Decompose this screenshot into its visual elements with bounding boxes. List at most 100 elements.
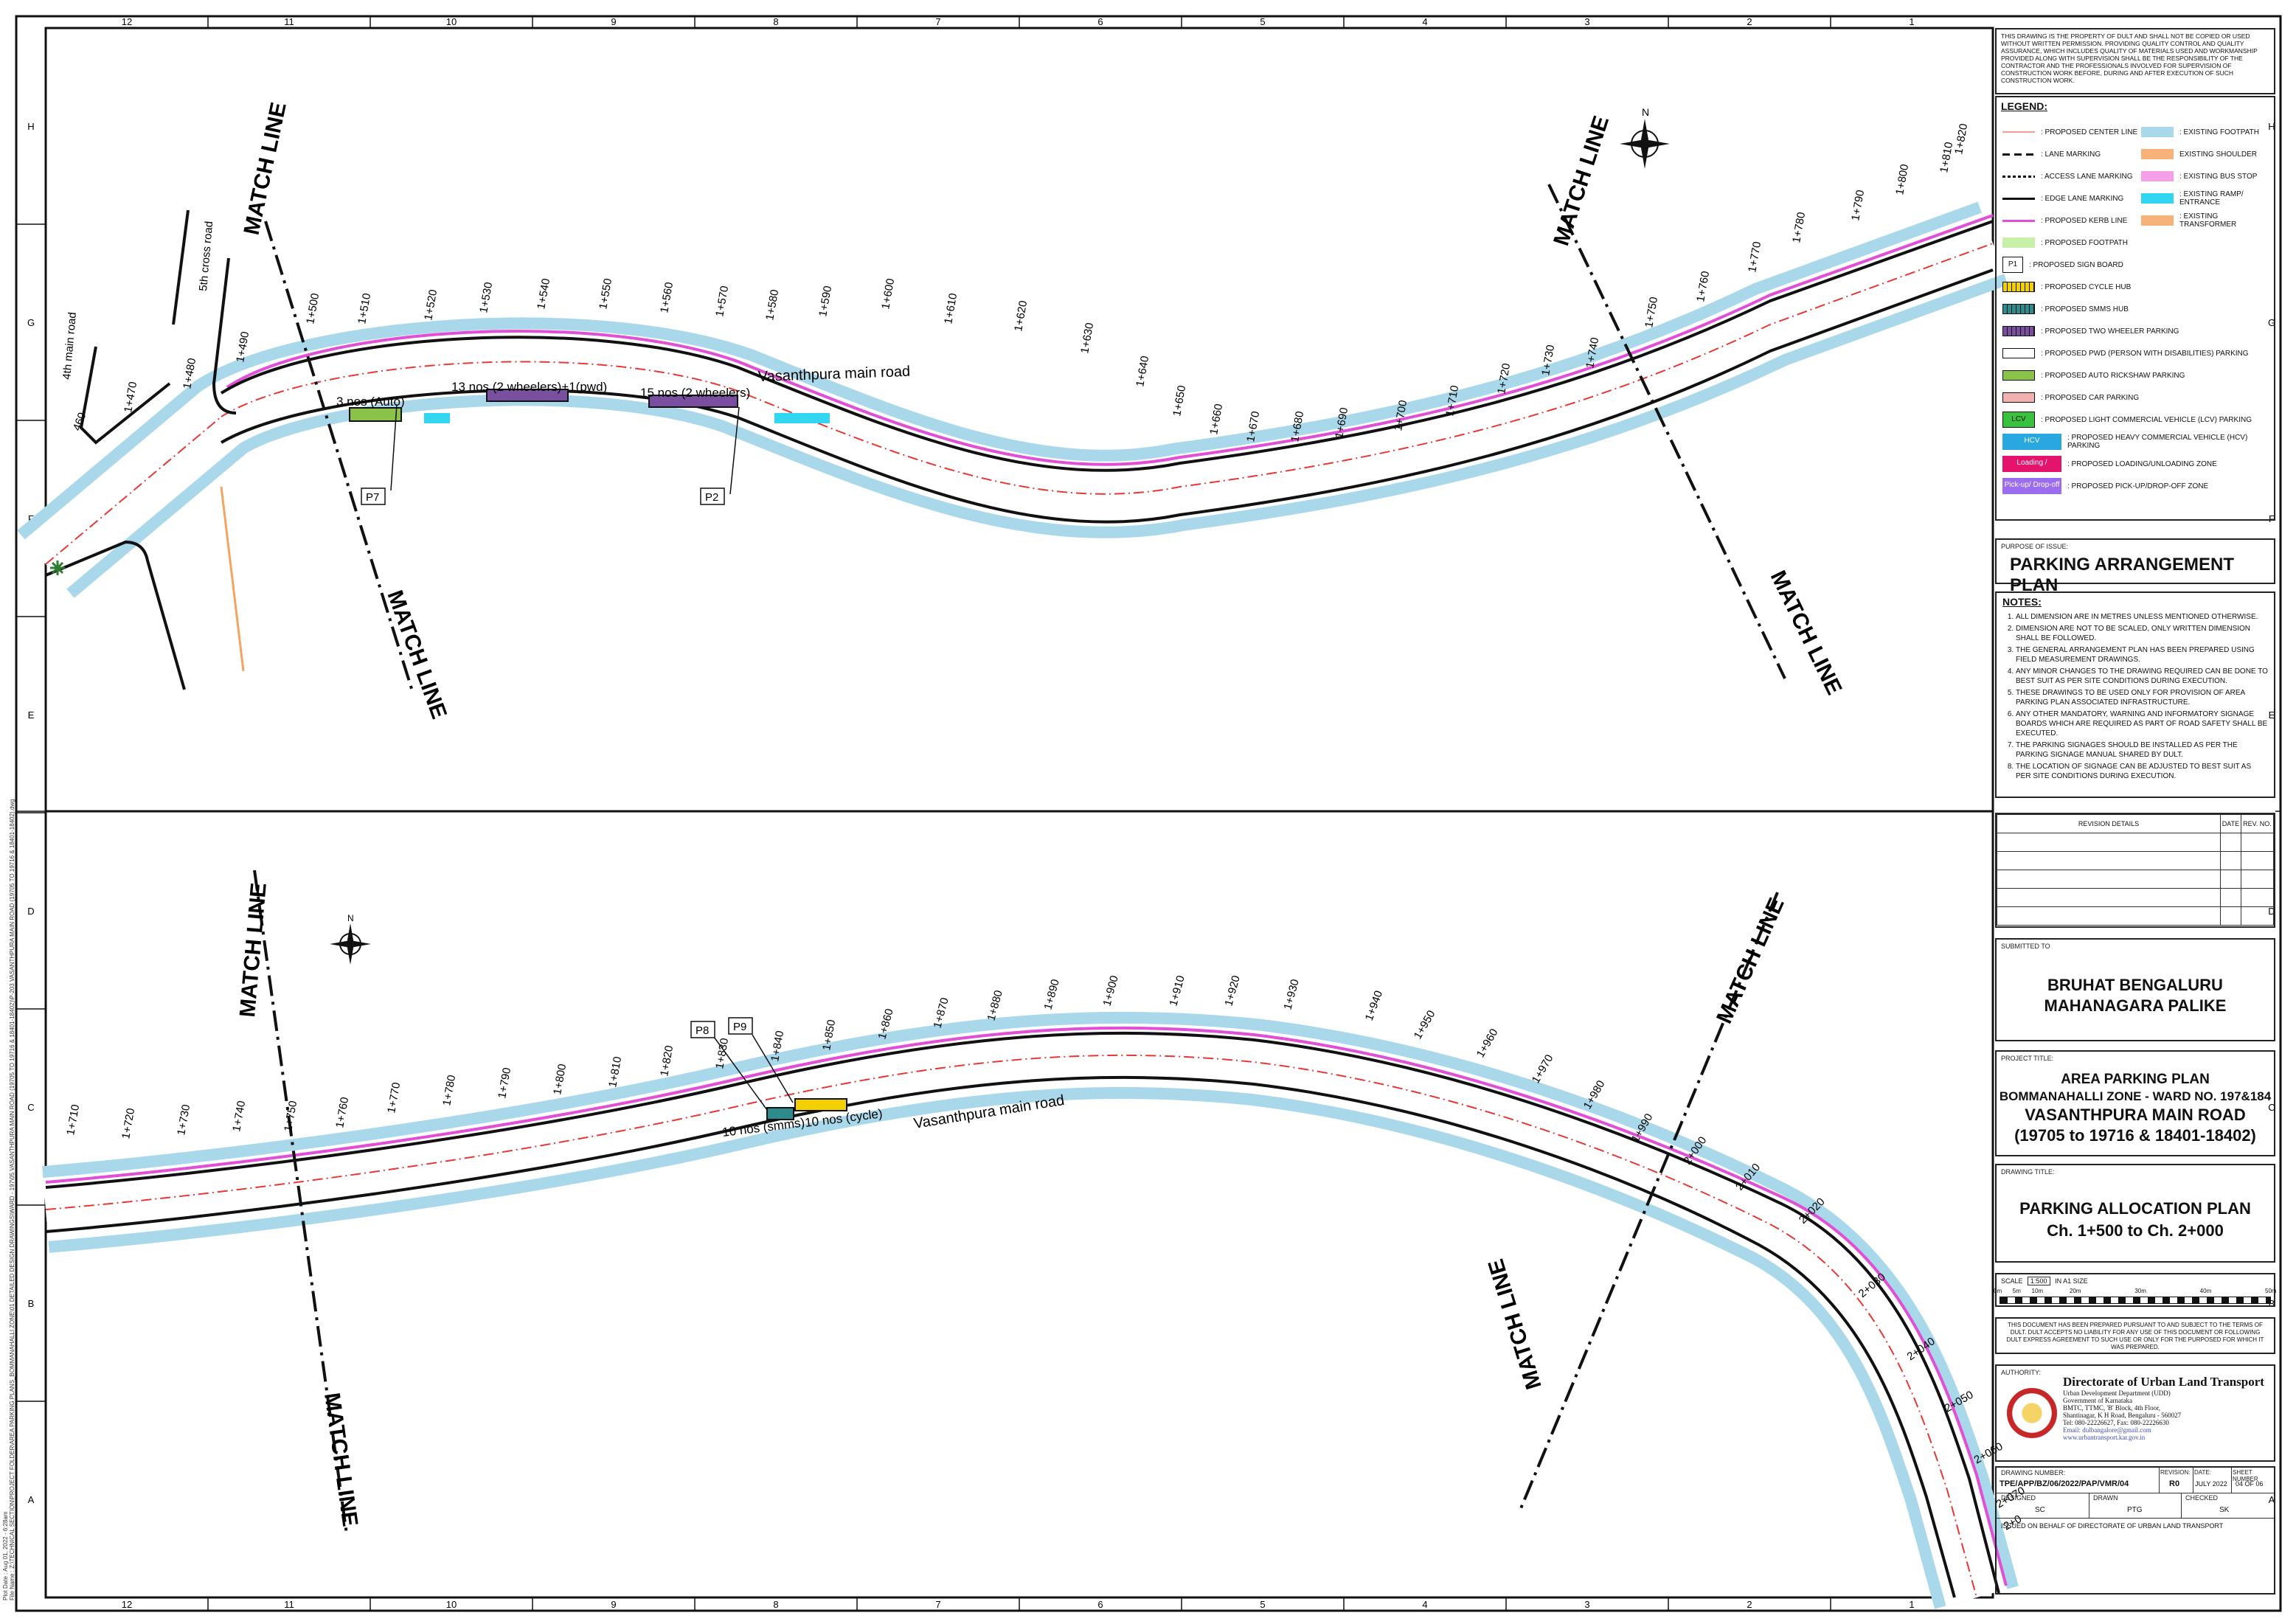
date-label: DATE: <box>2194 1469 2211 1476</box>
revision-label: REVISION: <box>2160 1469 2191 1476</box>
chainage-label: 1+600 <box>879 277 897 310</box>
submitted-to-line: BRUHAT BENGALURU <box>2047 976 2223 994</box>
authority-line: Tel: 080-22226627, Fax: 080-22226630 <box>2063 1419 2169 1426</box>
chainage-label: 1+500 <box>304 292 322 325</box>
legend-item: : PROPOSED CYCLE HUB <box>2002 277 2275 296</box>
legend-swatch <box>2141 215 2174 226</box>
drawing-title-box: DRAWING TITLE: PARKING ALLOCATION PLAN C… <box>1995 1164 2275 1263</box>
drawing-title-label: DRAWING TITLE: <box>2001 1168 2055 1176</box>
edge-line-top-south <box>220 268 1994 524</box>
grid-column-label: 4 <box>1422 16 1427 27</box>
sheet-number: 04 OF 06 <box>2236 1480 2264 1488</box>
authority-line: Urban Development Department (UDD) <box>2063 1389 2171 1397</box>
scale-label: SCALE <box>2001 1277 2023 1285</box>
scale-tick: 40m <box>2199 1288 2212 1294</box>
grid-row-label: D <box>27 906 34 917</box>
authority-label: AUTHORITY: <box>2001 1369 2042 1376</box>
legend-swatch <box>2002 219 2035 222</box>
chainage-label: 1+950 <box>1412 1008 1438 1041</box>
grid-row-label: F <box>2269 513 2275 524</box>
legend-label: : PROPOSED AUTO RICKSHAW PARKING <box>2041 371 2185 380</box>
legend-swatch <box>2002 127 2035 137</box>
grid-column-label: 3 <box>1584 16 1589 27</box>
chainage-label: 1+620 <box>1012 299 1030 332</box>
grid-column-label: 10 <box>446 1599 457 1610</box>
chainage-label: 1+940 <box>1363 989 1385 1022</box>
legend-swatch <box>2002 282 2035 292</box>
legend-item: : PROPOSED PWD (PERSON WITH DISABILITIES… <box>2002 344 2275 363</box>
legend-label: : PROPOSED TWO WHEELER PARKING <box>2041 327 2179 336</box>
issued-statement: ISSUED ON BEHALF OF DIRECTORATE OF URBAN… <box>2001 1522 2224 1530</box>
chainage-label: 1+570 <box>713 285 731 317</box>
legend-item: : PROPOSED TWO WHEELER PARKING <box>2002 322 2275 341</box>
match-line-top-left <box>264 221 415 694</box>
legend-item: : PROPOSED CENTER LINE <box>2002 122 2275 142</box>
legend-label: : ACCESS LANE MARKING <box>2041 172 2133 181</box>
legend-swatch <box>2002 153 2035 156</box>
bottom-road-plan: N <box>42 870 2019 1609</box>
match-line-bottom-left <box>253 870 348 1535</box>
chainage-label: 1+800 <box>551 1063 569 1095</box>
match-line-label: MATCH LINE <box>240 100 291 237</box>
grid-row-label: A <box>2269 1494 2275 1505</box>
smms-hub <box>766 1107 794 1120</box>
submitted-box: SUBMITTED TO BRUHAT BENGALURU MAHANAGARA… <box>1995 938 2275 1041</box>
liability-text: THIS DOCUMENT HAS BEEN PREPARED PURSUANT… <box>2006 1322 2264 1350</box>
ramp <box>774 413 830 423</box>
grid-column-label: 3 <box>1584 1599 1589 1610</box>
svg-text:P8: P8 <box>696 1024 709 1037</box>
revision-value: R0 <box>2169 1479 2180 1488</box>
disclaimer-box: THIS DRAWING IS THE PROPERTY OF DULT AND… <box>1995 28 2275 94</box>
scale-value: 1:500 <box>2028 1277 2050 1285</box>
disclaimer-text: THIS DRAWING IS THE PROPERTY OF DULT AND… <box>2001 32 2258 84</box>
legend-swatch <box>2141 127 2174 137</box>
legend-swatch <box>2002 348 2035 358</box>
svg-text:P7: P7 <box>366 491 379 504</box>
drawn-label: DRAWN <box>2093 1494 2118 1502</box>
legend-swatch: Loading / Unloading <box>2002 456 2061 482</box>
authority-box: AUTHORITY: Directorate of Urban Land Tra… <box>1995 1364 2275 1462</box>
legend-swatch <box>2002 237 2035 248</box>
authority-line: Email: dulbangalore@gmail.com <box>2063 1426 2151 1434</box>
sign-board: P8 <box>690 1021 768 1111</box>
chainage-label: 1+550 <box>597 277 614 310</box>
legend-swatch <box>2141 171 2174 181</box>
legend-label: : PROPOSED LOADING/UNLOADING ZONE <box>2067 459 2217 468</box>
chainage-label: 1+740 <box>230 1100 248 1132</box>
kerb-line-bottom <box>45 1026 2008 1586</box>
legend-label: : PROPOSED PWD (PERSON WITH DISABILITIES… <box>2041 349 2249 358</box>
scale-tick: 5m <box>2012 1288 2021 1294</box>
legend-label: : PROPOSED CYCLE HUB <box>2041 282 2132 291</box>
file-path: File Name : Z:\TECHNICAL SECTION\PROJECT… <box>9 799 15 1600</box>
chainage-label: 1+540 <box>535 277 552 310</box>
legend-swatch <box>2141 193 2174 204</box>
legend-item: : LANE MARKING <box>2002 145 2275 164</box>
karnataka-emblem-icon <box>2007 1388 2057 1438</box>
grid-column-label: 9 <box>611 1599 616 1610</box>
grid-row-label: B <box>2269 1298 2275 1309</box>
note-item: ANY OTHER MANDATORY, WARNING AND INFORMA… <box>2016 709 2268 738</box>
chainage-label: 1+960 <box>1474 1027 1501 1060</box>
grid-row-label: C <box>27 1102 34 1113</box>
project-label: PROJECT TITLE: <box>2001 1055 2054 1062</box>
legend-title: LEGEND: <box>2001 100 2047 112</box>
grid-column-label: 9 <box>611 16 616 27</box>
grid-column-label: 1 <box>1909 1599 1914 1610</box>
checked-value: SK <box>2219 1506 2230 1514</box>
side-road-label: 5th cross road <box>197 221 215 291</box>
legend-label: : EDGE LANE MARKING <box>2041 194 2124 203</box>
legend-label: : PROPOSED FOOTPATH <box>2041 238 2128 247</box>
chainage-label: 1+520 <box>422 288 440 321</box>
svg-text:P2: P2 <box>705 491 718 504</box>
note-item: THE GENERAL ARRANGEMENT PLAN HAS BEEN PR… <box>2016 645 2268 664</box>
grid-column-label: 2 <box>1747 1599 1752 1610</box>
match-line-label: MATCH LINE <box>382 587 451 722</box>
revision-table: REVISION DETAILS DATE REV. NO. <box>1997 814 2275 926</box>
drawing-title-line: PARKING ALLOCATION PLAN <box>2019 1199 2251 1218</box>
legend-label: : EXISTING FOOTPATH <box>2179 128 2259 136</box>
note-item: THE LOCATION OF SIGNAGE CAN BE ADJUSTED … <box>2016 762 2268 781</box>
legend-item: : EXISTING FOOTPATH <box>2141 122 2274 142</box>
legend-label: : PROPOSED HEAVY COMMERCIAL VEHICLE (HCV… <box>2067 434 2248 450</box>
purpose-box: PURPOSE OF ISSUE: PARKING ARRANGEMENT PL… <box>1995 538 2275 595</box>
